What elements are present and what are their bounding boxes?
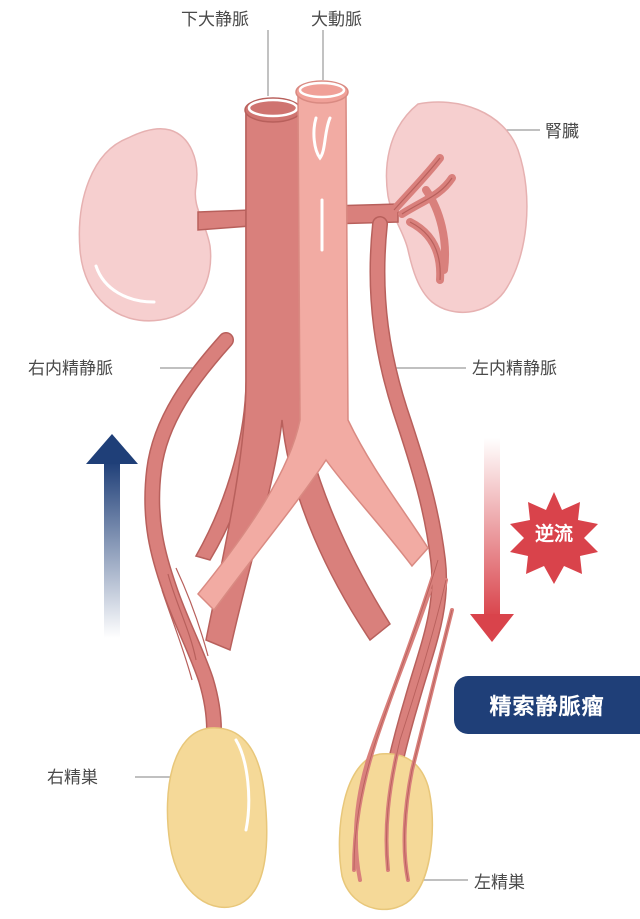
right-kidney bbox=[79, 129, 210, 321]
varicocele-badge-text: 精索静脈瘤 bbox=[489, 689, 604, 721]
right-testis bbox=[167, 728, 266, 908]
varicocele-badge: 精索静脈瘤 bbox=[454, 676, 640, 734]
label-left-testis: 左精巣 bbox=[474, 873, 525, 893]
label-right-testis: 右精巣 bbox=[47, 768, 98, 788]
down-arrow-icon bbox=[470, 438, 514, 642]
up-arrow-icon bbox=[86, 434, 138, 638]
label-left-spermatic-vein: 左内精静脈 bbox=[472, 359, 557, 379]
label-kidney: 腎臓 bbox=[545, 122, 579, 142]
label-inferior-vena-cava: 下大静脈 bbox=[181, 10, 249, 30]
label-aorta: 大動脈 bbox=[311, 10, 362, 30]
label-right-spermatic-vein: 右内精静脈 bbox=[28, 359, 113, 379]
reflux-badge-text: 逆流 bbox=[524, 519, 584, 546]
